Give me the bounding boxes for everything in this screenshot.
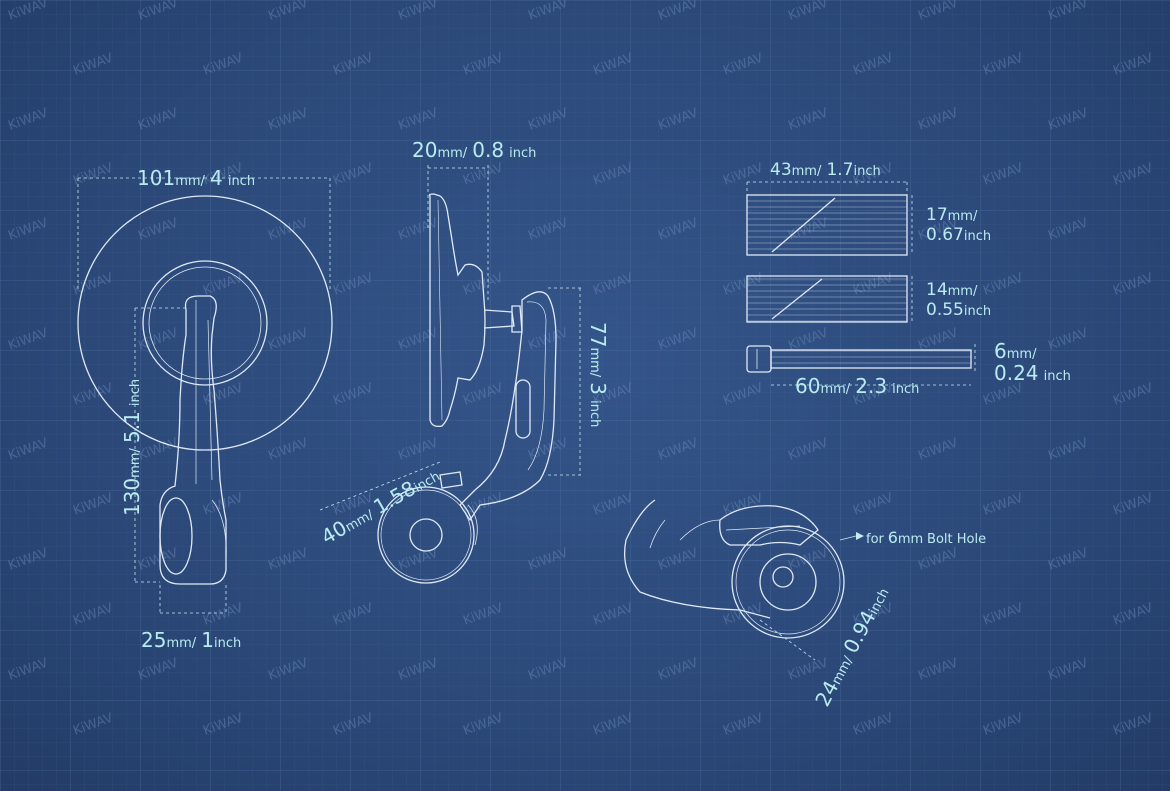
spacer-parts — [746, 194, 972, 373]
side-view-dim-lines — [319, 165, 582, 511]
dim-spacer-small-height: 14mm/ 0.55inch — [926, 280, 992, 320]
dim-mirror-width: 101mm/ 4 inch — [137, 166, 256, 190]
dim-arm-height: 77mm/ 3 inch — [586, 322, 610, 428]
clamp-dim-lines — [759, 532, 864, 661]
dim-mount-height: 130mm/ 5.1 inch — [120, 378, 144, 516]
clamp-detail — [623, 499, 845, 639]
dim-clamp-width: 25mm/ 1inch — [141, 628, 242, 652]
front-view-mirror — [77, 195, 333, 585]
dim-bolt-length: 60mm/ 2.3 inch — [795, 374, 920, 398]
side-view-mirror — [377, 193, 557, 584]
dim-spacer-large-height: 17mm/ 0.67inch — [926, 205, 992, 245]
spacer-dim-lines — [746, 181, 976, 386]
dim-mirror-depth: 20mm/ 0.8 inch — [412, 138, 537, 162]
bolt-hole-note: for 6mm Bolt Hole — [866, 528, 987, 547]
front-view-dim-lines — [77, 177, 331, 615]
dim-bolt-diameter: 6mm/ 0.24 inch — [994, 339, 1071, 386]
dim-spacer-large-width: 43mm/ 1.7inch — [770, 160, 881, 180]
